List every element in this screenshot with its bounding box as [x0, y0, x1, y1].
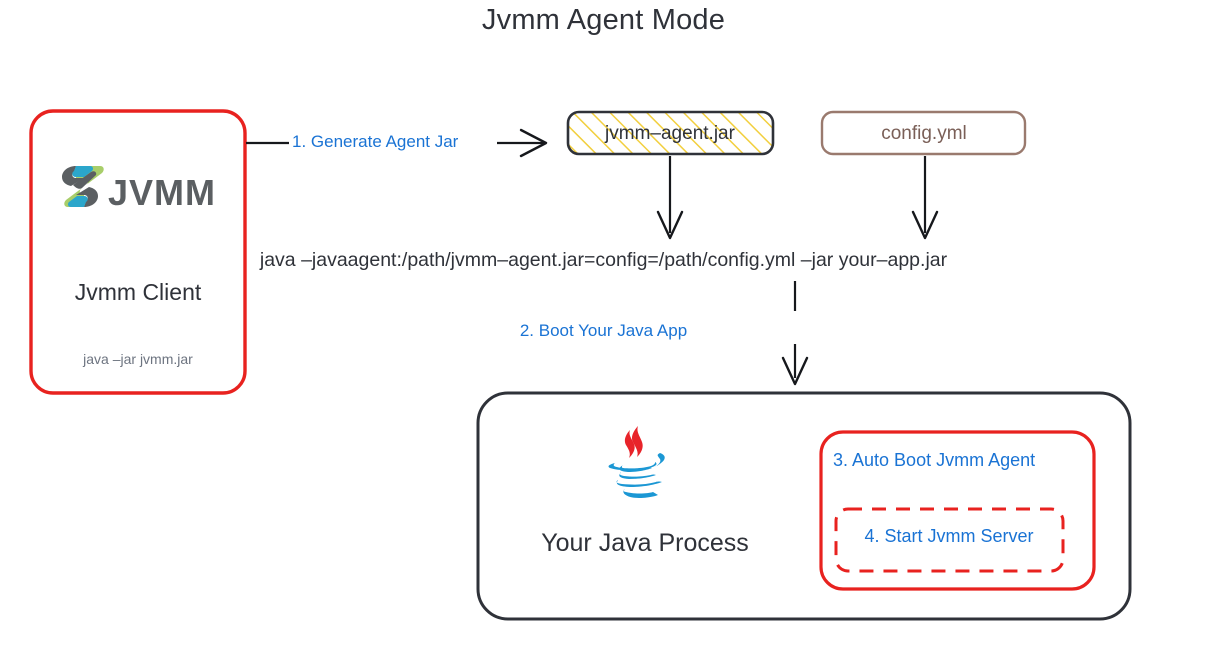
jvmm-client-command: java –jar jvmm.jar	[83, 351, 193, 367]
step-4-label: 4. Start Jvmm Server	[864, 526, 1034, 546]
step-2-label: 2. Boot Your Java App	[519, 321, 688, 340]
config-yml-arrow-head	[911, 210, 939, 240]
step-3-label: 3. Auto Boot Jvmm Agent	[833, 450, 1036, 470]
java-coffee-cup-icon	[608, 426, 665, 498]
config-yml-label: config.yml	[881, 123, 967, 144]
java-process-title: Your Java Process	[541, 529, 749, 557]
jvmm-logo-wordmark: JVMM	[108, 172, 216, 213]
config-yml-box	[820, 110, 1027, 156]
agent-jar-arrow-head	[656, 210, 684, 240]
agent-jar-label: jvmm–agent.jar	[605, 123, 735, 144]
java-command-line: java –javaagent:/path/jvmm–agent.jar=con…	[259, 249, 948, 271]
agent-jar-box	[566, 110, 775, 156]
step1-arrow-head	[519, 128, 548, 158]
page-title: Jvmm Agent Mode	[481, 4, 726, 36]
jvmm-client-title: Jvmm Client	[74, 279, 202, 305]
jvmm-server-box	[834, 507, 1065, 573]
step-1-label: 1. Generate Agent Jar	[292, 132, 459, 151]
jvmm-logo-icon	[62, 166, 104, 207]
step2-arrow-head	[781, 356, 809, 386]
